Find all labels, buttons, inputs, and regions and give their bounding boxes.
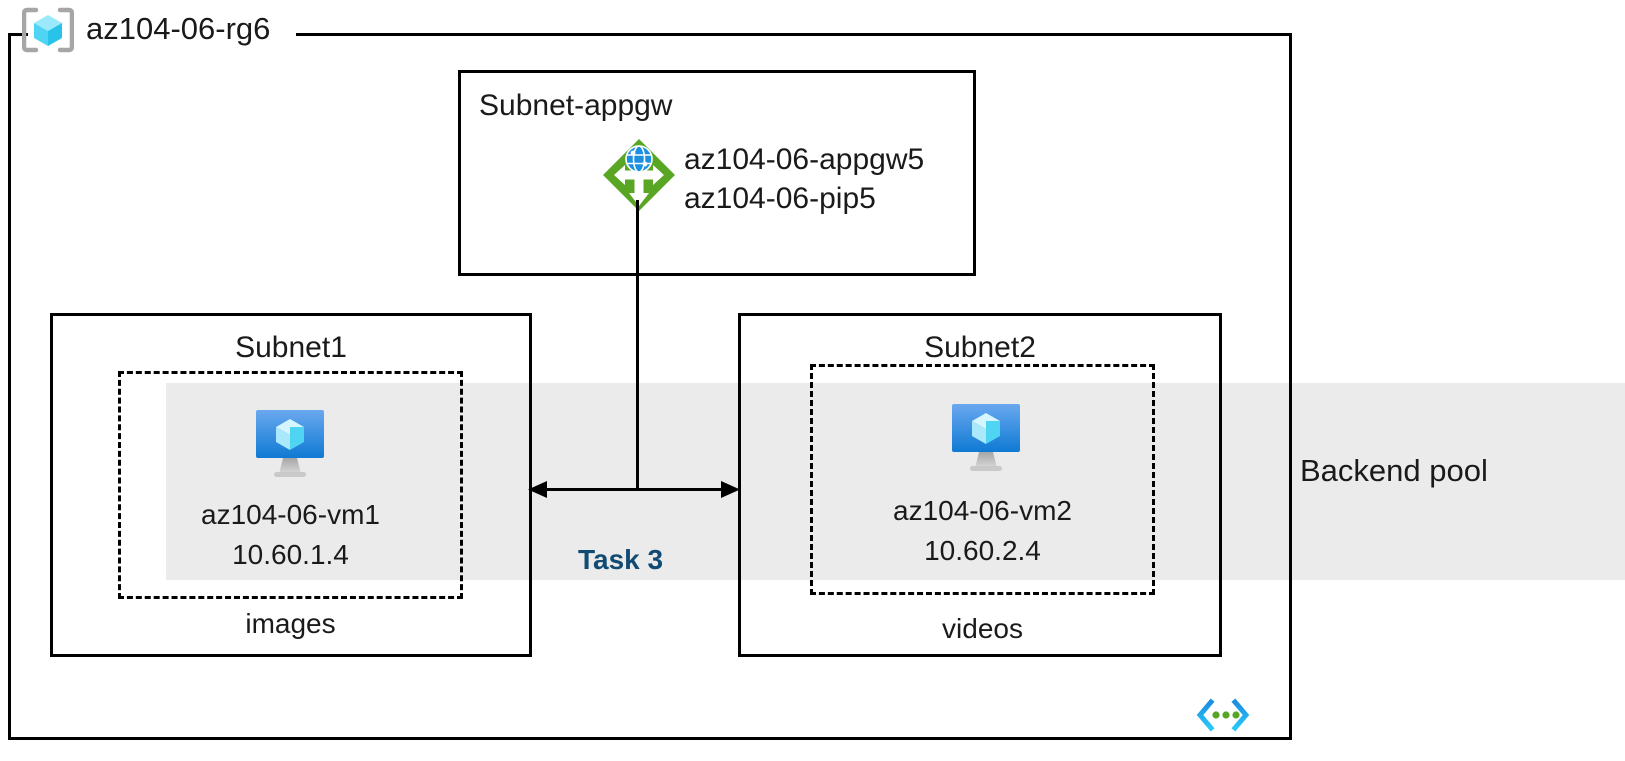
subnet1-pool-caption: images xyxy=(245,608,336,639)
subnet2-label: Subnet2 xyxy=(924,331,1036,364)
application-gateway-icon xyxy=(603,139,675,211)
subnet2-vm-ip: 10.60.2.4 xyxy=(924,535,1041,566)
subnet1-vm-name: az104-06-vm1 xyxy=(201,499,380,530)
resource-group-title-gap xyxy=(28,24,296,44)
appgw-resource-labels: az104-06-appgw5 az104-06-pip5 xyxy=(684,140,924,218)
resource-group-boundary xyxy=(8,33,1292,740)
subnet2-box: Subnet2 xyxy=(738,313,1222,657)
subnet1-label: Subnet1 xyxy=(235,331,347,364)
appgw-connector-line xyxy=(636,200,639,489)
task-3-label: Task 3 xyxy=(578,544,664,575)
subnet2-pool-caption: videos xyxy=(942,613,1023,644)
subnet2-vm-name: az104-06-vm2 xyxy=(893,495,1072,526)
resource-group-cube-icon xyxy=(22,7,74,53)
subnet-appgw-label: Subnet-appgw xyxy=(479,89,673,122)
subnet-appgw-box: Subnet-appgw xyxy=(458,70,976,276)
virtual-machine-icon xyxy=(952,404,1020,471)
public-ip-name: az104-06-pip5 xyxy=(684,182,876,215)
virtual-machine-icon xyxy=(256,410,324,477)
backend-pool-band xyxy=(166,383,1625,580)
subnet1-vm-ip: 10.60.1.4 xyxy=(232,539,349,570)
subnet2-pool-dashed-box xyxy=(810,364,1155,595)
subnet1-pool-dashed-box xyxy=(118,371,463,599)
resource-group-name: az104-06-rg6 xyxy=(86,11,271,46)
backend-pool-label: Backend pool xyxy=(1300,453,1488,488)
network-watcher-brackets-icon xyxy=(1196,698,1250,732)
appgw-name: az104-06-appgw5 xyxy=(684,143,925,176)
subnet1-box: Subnet1 xyxy=(50,313,532,657)
